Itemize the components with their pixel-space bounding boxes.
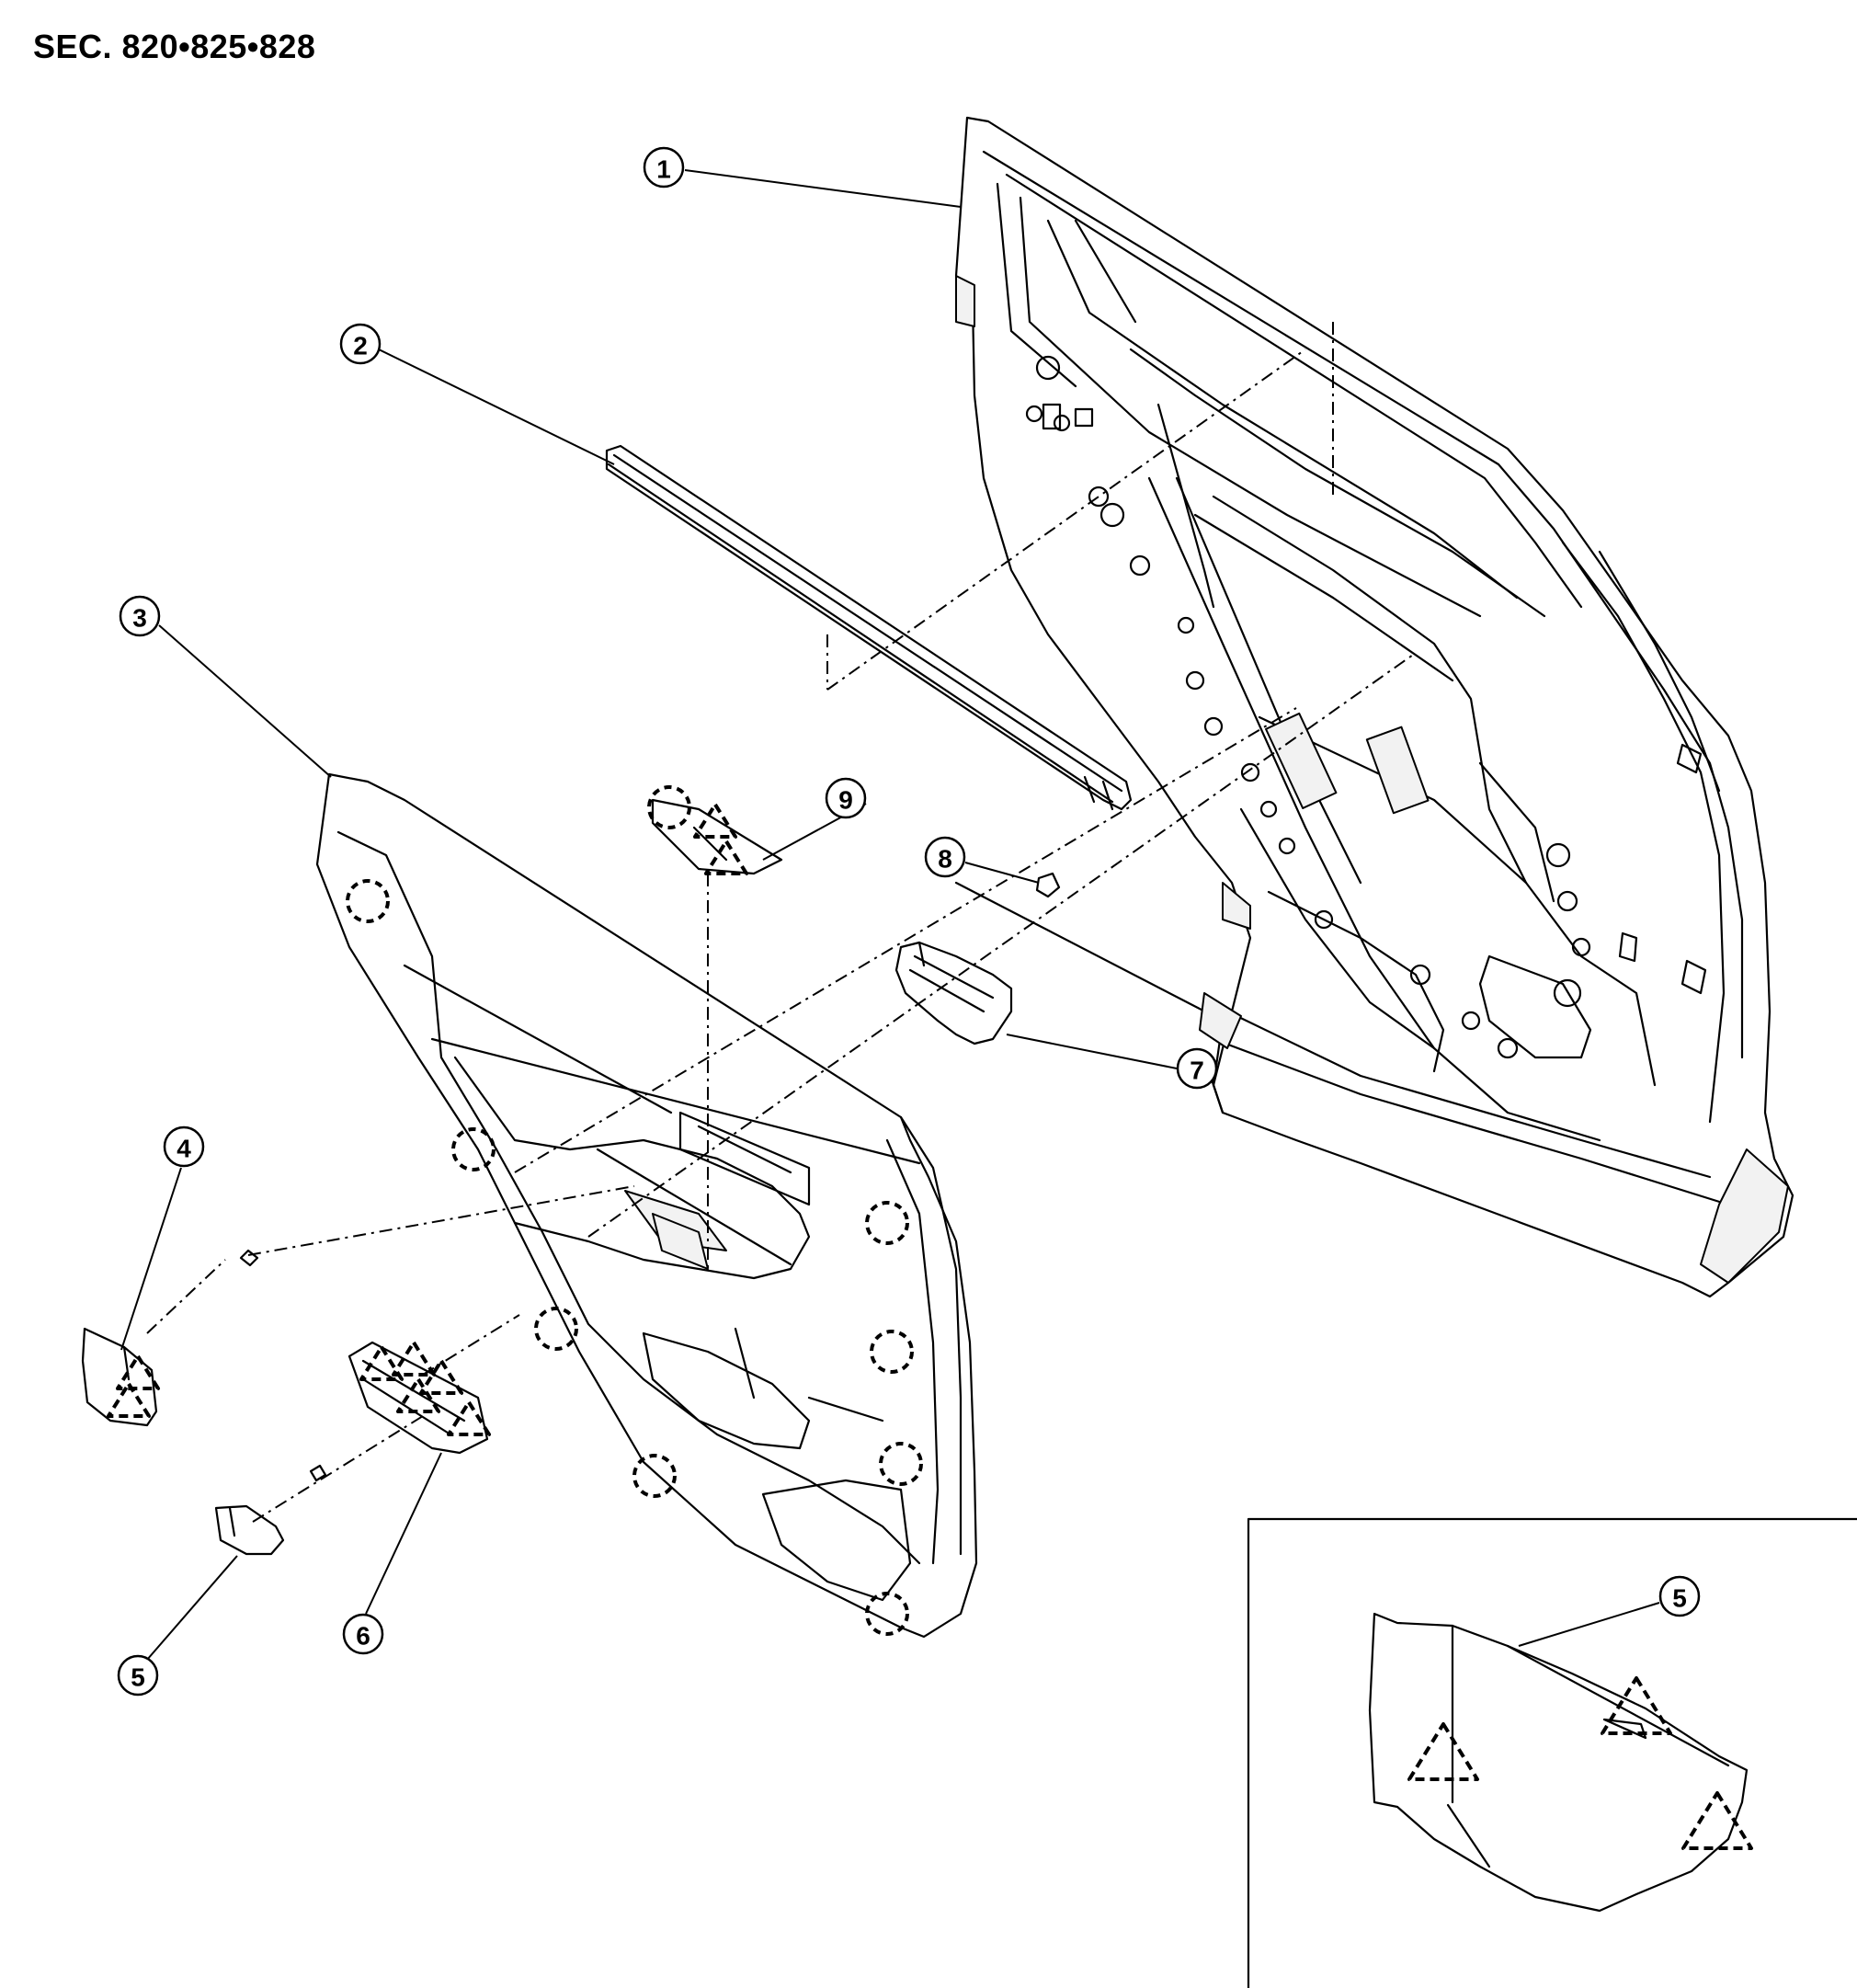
callout-4-label: 4 <box>177 1135 191 1163</box>
pawl-markers <box>107 803 748 1436</box>
callout-1: 1 <box>643 146 685 189</box>
section-title: SEC. 820•825•828 <box>33 28 316 65</box>
callout-7-label: 7 <box>1190 1057 1204 1085</box>
callout-4: 4 <box>163 1125 205 1168</box>
bracket-9 <box>651 798 783 875</box>
door-trim-panel <box>315 772 978 1639</box>
clip-8 <box>1035 872 1061 898</box>
callout-9-label: 9 <box>838 786 853 815</box>
callout-7: 7 <box>1176 1047 1218 1090</box>
belt-molding <box>605 444 1133 811</box>
callout-8: 8 <box>924 836 966 878</box>
inset-detail <box>1247 1517 1857 1988</box>
callout-8-label: 8 <box>938 845 952 874</box>
callout-6-label: 6 <box>356 1622 370 1651</box>
callout-2-label: 2 <box>353 332 368 360</box>
callout-9: 9 <box>825 777 867 819</box>
callout-6: 6 <box>342 1613 384 1655</box>
callout-3-label: 3 <box>132 604 147 633</box>
finisher-5 <box>214 1504 285 1556</box>
callout-5: 5 <box>117 1654 159 1697</box>
callout-5-label: 5 <box>131 1663 145 1692</box>
inside-handle-7 <box>894 941 1013 1045</box>
callout-3: 3 <box>119 595 161 637</box>
callout-5-inset: 5 <box>1658 1575 1701 1617</box>
door-inner-panel <box>954 116 1794 1298</box>
clip-markers <box>346 785 923 1636</box>
callout-2: 2 <box>339 323 382 365</box>
callout-5-inset-label: 5 <box>1672 1584 1687 1613</box>
callout-1-label: 1 <box>656 155 671 184</box>
